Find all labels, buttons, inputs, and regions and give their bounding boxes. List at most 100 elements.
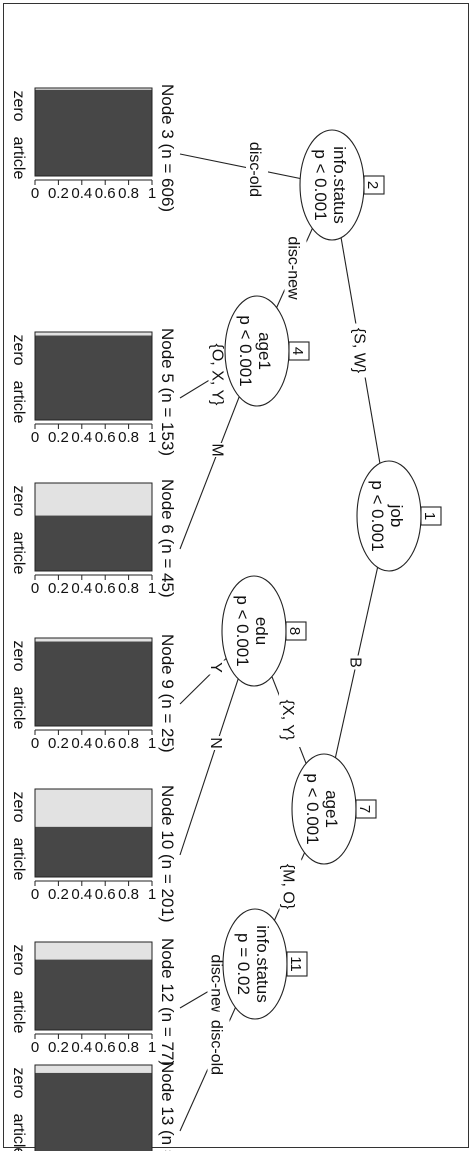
terminal-6-title: Node 6 (n = 45) [158, 479, 177, 598]
terminal-5-label-zero: zero [10, 334, 27, 365]
terminal-9-bar-frame [34, 637, 153, 727]
terminal-12-label-zero: zero [10, 944, 27, 975]
node-7-id: 7 [356, 805, 373, 813]
terminal-6-tick-label-1: 0.2 [48, 580, 69, 597]
edge-label-bg-4-6 [208, 443, 231, 457]
edge-label-bg-7-11 [279, 859, 302, 914]
edge-label-2-4: disc-new [285, 236, 302, 300]
edge-label-8-9: Y [207, 662, 224, 673]
terminal-5-tick-label-1: 0.2 [48, 429, 69, 446]
terminal-12-tick-label-2: 0.4 [71, 1039, 92, 1056]
node-1-variable: job [387, 504, 406, 528]
node-2-id-box [363, 175, 385, 195]
terminal-3-tick-label-4: 0.8 [118, 185, 139, 202]
node-4-id-box [288, 341, 310, 361]
node-7-id-box [355, 799, 377, 819]
terminal-9-tick-label-5: 1 [148, 735, 156, 752]
terminal-13-label-article: article [10, 1114, 27, 1151]
edge-label-4-6: M [209, 443, 226, 456]
terminal-3-bar-frame [34, 87, 153, 177]
terminal-3-label-article: article [10, 137, 27, 180]
edge-label-11-12: disc-new [208, 954, 225, 1018]
terminal-13-bar-frame [34, 1064, 153, 1153]
terminal-5-bar-frame [34, 331, 153, 421]
edge-label-bg-8-10 [207, 736, 229, 750]
terminal-10-label-zero: zero [10, 791, 27, 822]
terminal-9-tick-label-0: 0 [31, 735, 39, 752]
edge-label-bg-1-2 [350, 323, 373, 378]
terminal-5-title: Node 5 (n = 153) [158, 328, 177, 456]
node-8-variable: edu [252, 617, 271, 645]
terminal-10-tick-label-3: 0.6 [95, 886, 116, 903]
edge-label-8-10: N [207, 737, 224, 749]
terminal-10-bar-zero [35, 789, 152, 827]
node-7-variable: age1 [322, 790, 341, 828]
terminal-13-bar-article [35, 1072, 152, 1153]
terminal-6-tick-label-2: 0.4 [71, 580, 92, 597]
edge-label-7-8: {X, Y} [279, 700, 296, 741]
node-1-pvalue: p < 0.001 [368, 480, 387, 551]
terminal-9-title: Node 9 (n = 25) [158, 634, 177, 753]
node-2-pvalue: p < 0.001 [311, 149, 330, 220]
terminal-5-tick-label-2: 0.4 [71, 429, 92, 446]
terminal-6-tick-label-5: 1 [148, 580, 156, 597]
terminal-10-tick-label-5: 1 [148, 886, 156, 903]
edge-label-bg-8-9 [207, 660, 229, 675]
terminal-10-title: Node 10 (n = 201) [158, 785, 177, 923]
node-11-id-box [286, 951, 308, 977]
terminal-12-bar-zero [35, 942, 152, 960]
node-1-id: 1 [421, 512, 438, 520]
terminal-9-tick-label-4: 0.8 [118, 735, 139, 752]
terminal-10-tick-label-4: 0.8 [118, 886, 139, 903]
edge-label-4-5: {O, X, Y} [209, 344, 226, 407]
terminal-12-bar-article [35, 959, 152, 1030]
terminal-3-title: Node 3 (n = 606) [158, 84, 177, 212]
terminal-6-bar-zero [35, 483, 152, 516]
terminal-9-bar-article [35, 641, 152, 727]
terminal-12-label-article: article [10, 991, 27, 1034]
terminal-6-tick-label-0: 0 [31, 580, 39, 597]
terminal-10-tick-label-2: 0.4 [71, 886, 92, 903]
terminal-12-tick-label-5: 1 [148, 1039, 156, 1056]
terminal-9-tick-label-1: 0.2 [48, 735, 69, 752]
terminal-3-tick-label-3: 0.6 [95, 185, 116, 202]
terminal-9-tick-label-2: 0.4 [71, 735, 92, 752]
terminal-10-tick-label-1: 0.2 [48, 886, 69, 903]
terminal-12-title: Node 12 (n = 77) [158, 938, 177, 1066]
terminal-6-bar-article [35, 515, 152, 571]
edge-label-11-13: disc-old [208, 1020, 225, 1075]
node-11-pvalue: p = 0.02 [234, 933, 253, 995]
terminal-3-tick-label-0: 0 [31, 185, 39, 202]
terminal-9-label-zero: zero [10, 640, 27, 671]
node-4-variable: age1 [255, 332, 274, 370]
terminal-10-tick-label-0: 0 [31, 886, 39, 903]
terminal-10-label-article: article [10, 838, 27, 881]
node-11-variable: info.status [253, 925, 272, 1003]
terminal-13-bar-zero [35, 1065, 152, 1073]
terminal-6-bar-frame [34, 482, 153, 572]
terminal-10-bar-frame [34, 788, 153, 878]
terminal-13-label-zero: zero [10, 1067, 27, 1098]
edge-label-1-2: {S, W} [351, 328, 368, 374]
terminal-6-label-article: article [10, 532, 27, 575]
terminal-3-tick-label-5: 1 [148, 185, 156, 202]
node-8-pvalue: p < 0.001 [233, 595, 252, 666]
node-2-id: 2 [364, 181, 381, 189]
node-4-pvalue: p < 0.001 [236, 315, 255, 386]
terminal-9-tick-label-3: 0.6 [95, 735, 116, 752]
terminal-5-bar-article [35, 335, 152, 420]
edge-label-1-7: B [347, 657, 364, 668]
node-8-id: 8 [286, 627, 303, 635]
terminal-3-tick-label-2: 0.4 [71, 185, 92, 202]
terminal-9-bar-zero [35, 638, 152, 642]
edge-label-bg-1-7 [346, 655, 369, 670]
edge-label-7-11: {M, O} [280, 864, 297, 910]
terminal-12-tick-label-3: 0.6 [95, 1039, 116, 1056]
node-7-pvalue: p < 0.001 [303, 773, 322, 844]
terminal-5-bar-zero [35, 332, 152, 336]
terminal-5-label-article: article [10, 381, 27, 424]
node-2-variable: info.status [330, 146, 349, 224]
